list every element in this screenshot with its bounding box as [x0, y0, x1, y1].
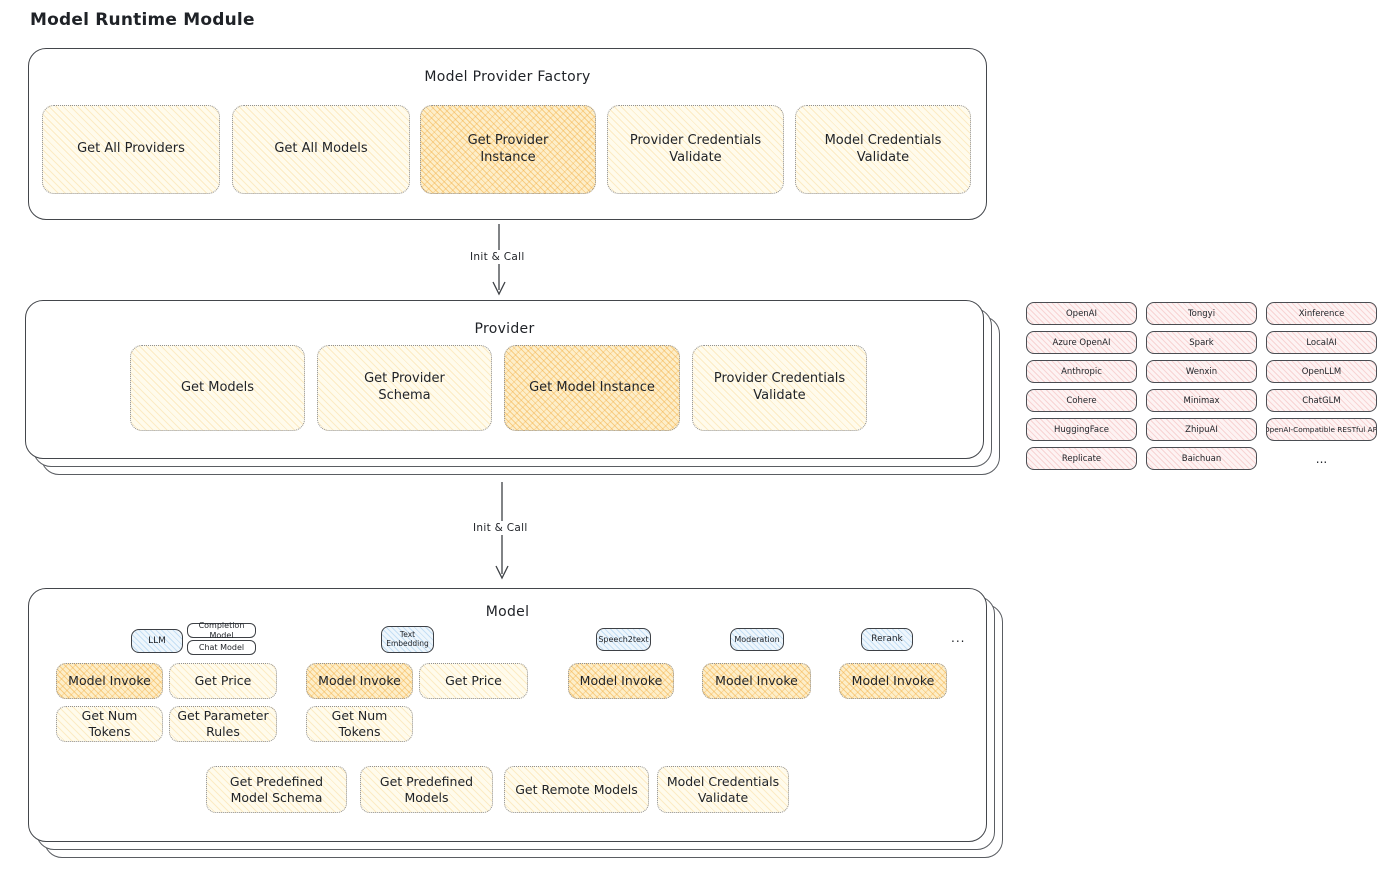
provider-cell-provider-credentials-validate: Provider Credentials Validate [692, 345, 867, 431]
factory-box-title: Model Provider Factory [424, 69, 591, 85]
factory-cell-get-provider-instance: Get Provider Instance [420, 105, 596, 194]
provider-item-replicate: Replicate [1026, 447, 1137, 470]
provider-item-baichuan: Baichuan [1146, 447, 1257, 470]
tag-completion-model: Completion Model [187, 621, 256, 640]
provider-item-anthropic: Anthropic [1026, 360, 1137, 383]
op-get-predefined-models: Get Predefined Models [360, 766, 493, 813]
op-text-embedding-get-price: Get Price [419, 663, 528, 699]
provider-item-tongyi: Tongyi [1146, 302, 1257, 325]
op-model-credentials-validate: Model Credentials Validate [657, 766, 789, 813]
op-speech2text-model-invoke: Model Invoke [568, 663, 674, 699]
provider-list-grid: OpenAI Tongyi Xinference Azure OpenAI Sp… [1026, 302, 1377, 470]
op-rerank-model-invoke: Model Invoke [839, 663, 947, 699]
model-box-title: Model [485, 604, 530, 620]
page-title: Model Runtime Module [30, 10, 255, 30]
op-text-embedding-model-invoke: Model Invoke [306, 663, 413, 699]
op-llm-model-invoke: Model Invoke [56, 663, 163, 699]
op-get-remote-models: Get Remote Models [504, 766, 649, 813]
tag-rerank: Rerank [861, 628, 913, 651]
provider-item-huggingface: HuggingFace [1026, 418, 1137, 441]
provider-item-openai-compatible-restful-api: OpenAI-Compatible RESTful API [1266, 418, 1377, 441]
provider-box-title: Provider [474, 321, 535, 337]
provider-item-xinference: Xinference [1266, 302, 1377, 325]
provider-item-minimax: Minimax [1146, 389, 1257, 412]
tag-llm: LLM [131, 629, 183, 653]
factory-cell-get-all-providers: Get All Providers [42, 105, 220, 194]
provider-cell-get-model-instance: Get Model Instance [504, 345, 680, 431]
provider-item-wenxin: Wenxin [1146, 360, 1257, 383]
tag-speech2text: Speech2text [596, 628, 651, 651]
provider-cell-get-provider-schema: Get Provider Schema [317, 345, 492, 431]
provider-item-zhipuai: ZhipuAI [1146, 418, 1257, 441]
op-get-predefined-model-schema: Get Predefined Model Schema [206, 766, 347, 813]
provider-item-cohere: Cohere [1026, 389, 1137, 412]
op-text-embedding-get-num-tokens: Get Num Tokens [306, 706, 413, 742]
arrow-1-label: Init & Call [466, 250, 529, 264]
tags-more-ellipsis: ... [951, 631, 966, 645]
op-moderation-model-invoke: Model Invoke [702, 663, 811, 699]
op-llm-get-price: Get Price [169, 663, 277, 699]
model-box: Model LLM Completion Model Chat Model Te… [28, 588, 987, 842]
arrow-2-label: Init & Call [469, 521, 532, 535]
provider-item-azure-openai: Azure OpenAI [1026, 331, 1137, 354]
provider-cell-get-models: Get Models [130, 345, 305, 431]
factory-cell-model-credentials-validate: Model Credentials Validate [795, 105, 971, 194]
op-llm-get-num-tokens: Get Num Tokens [56, 706, 163, 742]
op-llm-get-parameter-rules: Get Parameter Rules [169, 706, 277, 742]
provider-item-spark: Spark [1146, 331, 1257, 354]
provider-item-localai: LocalAI [1266, 331, 1377, 354]
provider-item-chatglm: ChatGLM [1266, 389, 1377, 412]
provider-item-openllm: OpenLLM [1266, 360, 1377, 383]
factory-cell-get-all-models: Get All Models [232, 105, 410, 194]
tag-chat-model: Chat Model [187, 640, 256, 655]
tag-text-embedding: Text Embedding [381, 626, 434, 653]
provider-item-more-ellipsis: ... [1315, 451, 1328, 466]
factory-cell-provider-credentials-validate: Provider Credentials Validate [607, 105, 784, 194]
tag-moderation: Moderation [730, 628, 784, 651]
provider-item-openai: OpenAI [1026, 302, 1137, 325]
